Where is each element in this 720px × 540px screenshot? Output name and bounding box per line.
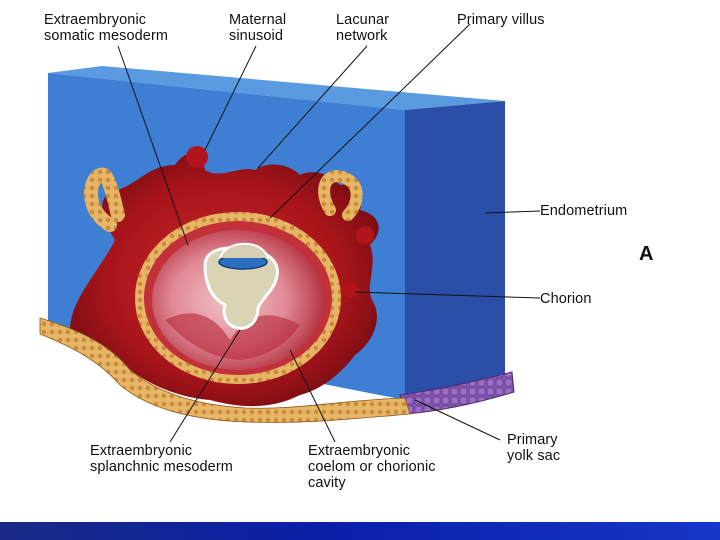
villus-knob: [356, 226, 374, 244]
villus-knob: [186, 146, 208, 168]
slide-bottom-bar: [0, 522, 720, 540]
label-lacunar-network: Lacunar network: [336, 12, 389, 44]
panel-letter: A: [639, 243, 653, 266]
label-primary-villus: Primary villus: [457, 12, 545, 28]
label-chorion: Chorion: [540, 291, 591, 307]
label-endometrium: Endometrium: [540, 203, 627, 219]
villus-knob: [342, 282, 358, 298]
label-maternal-sinusoid: Maternal sinusoid: [229, 12, 286, 44]
label-extraembryonic-coelom: Extraembryonic coelom or chorionic cavit…: [308, 443, 436, 491]
label-extraembryonic-somatic-mesoderm: Extraembryonic somatic mesoderm: [44, 12, 168, 44]
label-extraembryonic-splanchnic-mesoderm: Extraembryonic splanchnic mesoderm: [90, 443, 233, 475]
endometrium-side-face: [405, 101, 505, 400]
label-primary-yolk-sac: Primary yolk sac: [507, 432, 560, 464]
